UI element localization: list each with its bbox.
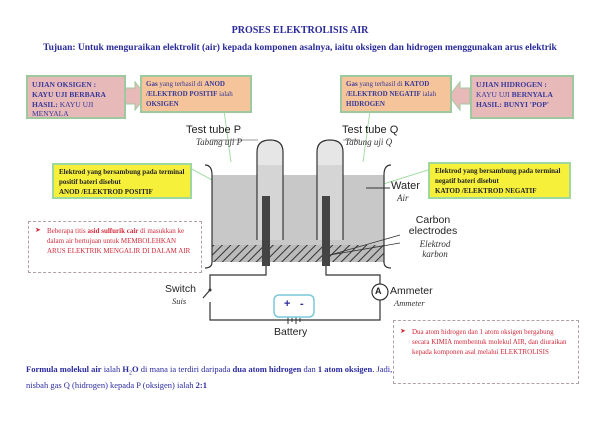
carbon-electrode-left xyxy=(262,196,270,266)
bullet-arrow-icon: ➤ xyxy=(35,226,41,234)
aim-text: Tujuan: Untuk menguraikan elektrolit (ai… xyxy=(43,43,557,53)
t: di mana ia terdiri daripada xyxy=(138,364,233,374)
acid-note-box: ➤ Beberapa titis asid sulfurik cair di m… xyxy=(28,221,202,273)
t: 2 xyxy=(128,370,132,377)
oxygen-test-condition: BERBARA xyxy=(69,89,106,99)
anode-note-text: Elektrod yang bersambung pada terminal p… xyxy=(59,168,185,186)
ammeter-label: Ammeter xyxy=(390,285,433,297)
t: O xyxy=(131,364,139,374)
hydrogen-test-result: BUNYI 'POP' xyxy=(503,99,549,109)
bullet-arrow-icon: ➤ xyxy=(400,327,406,335)
water-label: Water xyxy=(391,180,420,192)
test-tube-q-label: Test tube Q xyxy=(342,124,399,136)
anode-gas-box: Gas yang terhasil di ANOD /ELEKTROD POSI… xyxy=(140,75,252,113)
t: ialah xyxy=(217,89,233,98)
cathode-note-term: KATOD /ELEKTROD NEGATIF xyxy=(435,186,537,195)
oxygen-label: OKSIGEN xyxy=(146,99,179,108)
hydrogen-test-result-label: HASIL: xyxy=(476,99,504,109)
t: di masukkan ke dalam air bertujuan untuk xyxy=(47,227,185,246)
ammeter-circle xyxy=(371,283,389,301)
t: Formula molekul air xyxy=(26,364,102,374)
acid-name: asid sulfurik cair xyxy=(87,227,139,235)
cathode-note-box: Elektrod yang bersambung pada terminal n… xyxy=(428,162,571,199)
t: dua atom hidrogen xyxy=(232,364,302,374)
t: dan xyxy=(301,364,318,374)
anode-note-box: Elektrod yang bersambung pada terminal p… xyxy=(52,163,192,199)
cathode-label: KATOD /ELEKTROD NEGATIF xyxy=(346,80,430,98)
diagram-title: PROSES ELEKTROLISIS AIR xyxy=(231,25,369,36)
t: yang terhasil di xyxy=(157,80,205,88)
hydrogen-label: HIDROGEN xyxy=(346,99,385,108)
arrow-left xyxy=(448,80,471,112)
carbon-electrodes-label-my: Elektrod karbon xyxy=(419,239,451,259)
cathode-gas-box: Gas yang terhasil di KATOD /ELEKTROD NEG… xyxy=(340,75,452,113)
t: Gas xyxy=(346,80,358,88)
hydrogen-test-box: UJIAN HIDROGEN : KAYU UJI BERNYALA HASIL… xyxy=(470,75,574,119)
water-label-my: Air xyxy=(397,193,409,203)
test-tube-p-label: Test tube P xyxy=(186,124,242,136)
carbon-electrode-right xyxy=(322,196,330,266)
battery-box xyxy=(273,294,315,318)
battery-plus: + xyxy=(284,298,291,310)
beaker-base xyxy=(212,245,384,262)
oxygen-test-result-label: HASIL: xyxy=(32,99,60,109)
t: 1 atom oksigen xyxy=(317,364,373,374)
ammeter-symbol: A xyxy=(375,286,382,296)
cathode-note-text: Elektrod yang bersambung pada terminal n… xyxy=(435,167,561,185)
molecule-note-box: ➤ Dua atom hidrogen dan 1 atom oksigen b… xyxy=(393,320,579,384)
t: yang terhasil di xyxy=(357,80,405,88)
oxygen-test-splint: KAYU UJI xyxy=(32,89,70,99)
carbon-electrodes-label: Carbon electrodes xyxy=(408,214,458,238)
switch-label-my: Suis xyxy=(172,296,187,306)
oxygen-test-heading: UJIAN OKSIGEN : xyxy=(32,80,97,89)
t: . Jadi, nisbah gas Q (hidrogen) kepada P… xyxy=(26,364,393,391)
switch-label: Switch xyxy=(165,283,196,295)
hydrogen-test-condition: BERNYALA xyxy=(511,89,553,99)
battery-label: Battery xyxy=(274,326,308,338)
t: H xyxy=(122,364,129,374)
t: Gas xyxy=(146,80,158,88)
hydrogen-test-heading: UJIAN HIDROGEN : xyxy=(476,80,547,89)
oxygen-test-result: KAYU UJI MENYALA xyxy=(32,99,94,119)
t: Beberapa titis xyxy=(47,227,88,235)
t: ialah xyxy=(420,89,437,98)
oxygen-test-box: UJIAN OKSIGEN : KAYU UJI BERBARA HASIL: … xyxy=(26,75,126,119)
battery-minus: - xyxy=(300,298,304,310)
t: ialah xyxy=(101,364,123,374)
water xyxy=(212,175,384,245)
test-tube-p-label-my: Tabung uji P xyxy=(196,137,243,147)
ratio: 2:1 xyxy=(195,380,207,391)
hydrogen-test-splint: KAYU UJI xyxy=(476,89,512,99)
formula-text: Formula molekul air ialah H2O di mana ia… xyxy=(26,363,406,393)
anode-label: ANOD /ELEKTROD POSITIF xyxy=(146,80,225,98)
test-tube-q-label-my: Tabung uji Q xyxy=(345,137,393,147)
acid-purpose: MEMBOLEHKAN ARUS ELEKTRIK MENGALIR DI DA… xyxy=(47,237,191,256)
ammeter-label-my: Ammeter xyxy=(394,298,425,308)
molecule-note-text: Dua atom hidrogen dan 1 atom oksigen ber… xyxy=(412,328,567,357)
anode-note-term: ANOD /ELEKTROD POSITIF xyxy=(59,187,153,196)
